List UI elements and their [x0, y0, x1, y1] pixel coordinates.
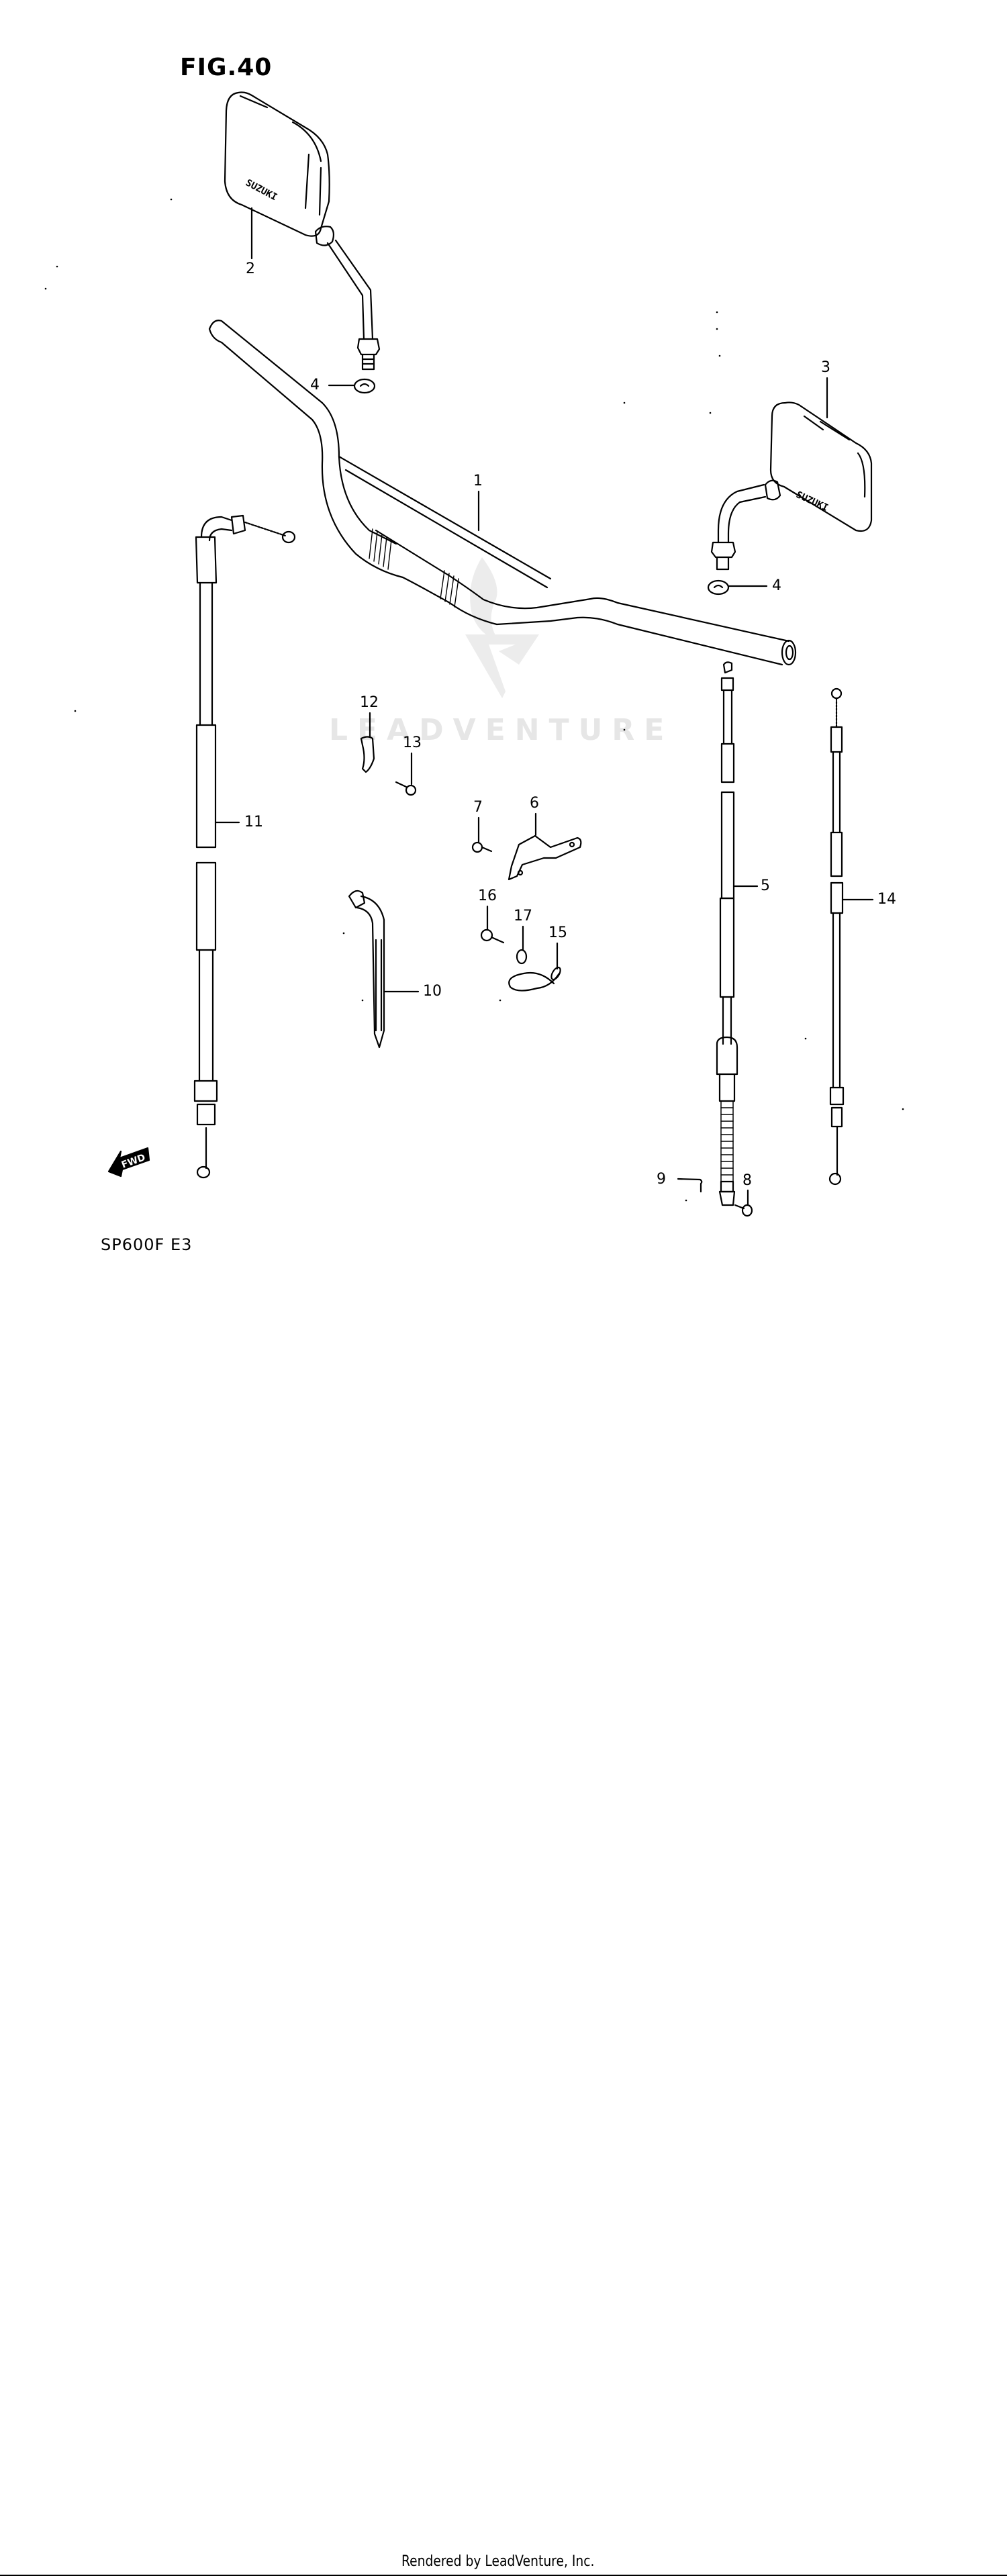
clutch-cable: [716, 661, 738, 1206]
handlebar: [208, 320, 797, 666]
mirror-nut-right: [707, 579, 730, 595]
cable-clamp: [360, 736, 375, 773]
cable-pin: [734, 1204, 753, 1217]
scan-specks: [44, 198, 904, 1202]
leadventure-logo-icon: [465, 557, 539, 698]
watermark: LEADVENTURE: [329, 713, 674, 747]
mirror-nut-left: [353, 378, 376, 394]
cable-bracket: [508, 834, 582, 881]
footer-credit: Rendered by LeadVenture, Inc.: [401, 2553, 595, 2570]
callout-1: 1: [473, 473, 483, 489]
callout-9: 9: [657, 1171, 666, 1188]
footer: Rendered by LeadVenture, Inc.: [0, 1276, 1007, 2576]
model-code: SP600F E3: [101, 1235, 193, 1254]
bracket-bolt: [471, 841, 493, 853]
callout-17: 17: [514, 908, 532, 924]
callout-12: 12: [360, 694, 379, 711]
mirror-right: SUZUKI: [710, 401, 873, 571]
callout-6: 6: [530, 795, 539, 812]
callout-14: 14: [877, 891, 896, 908]
suzuki-logo-left: SUZUKI: [244, 177, 279, 203]
callout-4-left: 4: [310, 377, 320, 393]
callout-7: 7: [473, 799, 483, 816]
callout-5: 5: [761, 877, 770, 894]
callout-10: 10: [423, 983, 442, 1000]
callout-15: 15: [548, 924, 567, 941]
clamp-screw: [395, 781, 417, 796]
callout-4-right: 4: [772, 577, 781, 594]
callout-11: 11: [244, 814, 263, 830]
cotter-pin: [677, 1178, 703, 1193]
fwd-arrow-icon: FWD: [107, 1147, 150, 1178]
screw: [480, 928, 505, 944]
exploded-view-drawing: SUZUKI: [44, 91, 904, 1217]
callout-2: 2: [246, 260, 255, 277]
callout-13: 13: [403, 734, 422, 751]
callout-16: 16: [478, 888, 497, 904]
mirror-left: SUZUKI: [224, 91, 381, 371]
callout-8: 8: [742, 1172, 752, 1189]
decompression-cable: [828, 687, 845, 1186]
suzuki-logo-right: SUZUKI: [794, 489, 830, 514]
parts-diagram: FIG.40 LEADVENTURE SUZUKI: [0, 54, 1007, 2576]
wire-loop: [508, 966, 561, 992]
throttle-cable: [193, 514, 296, 1179]
callout-3: 3: [821, 359, 830, 376]
washer: [516, 949, 528, 965]
figure-title: FIG.40: [180, 54, 273, 81]
choke-cable: [348, 890, 385, 1049]
